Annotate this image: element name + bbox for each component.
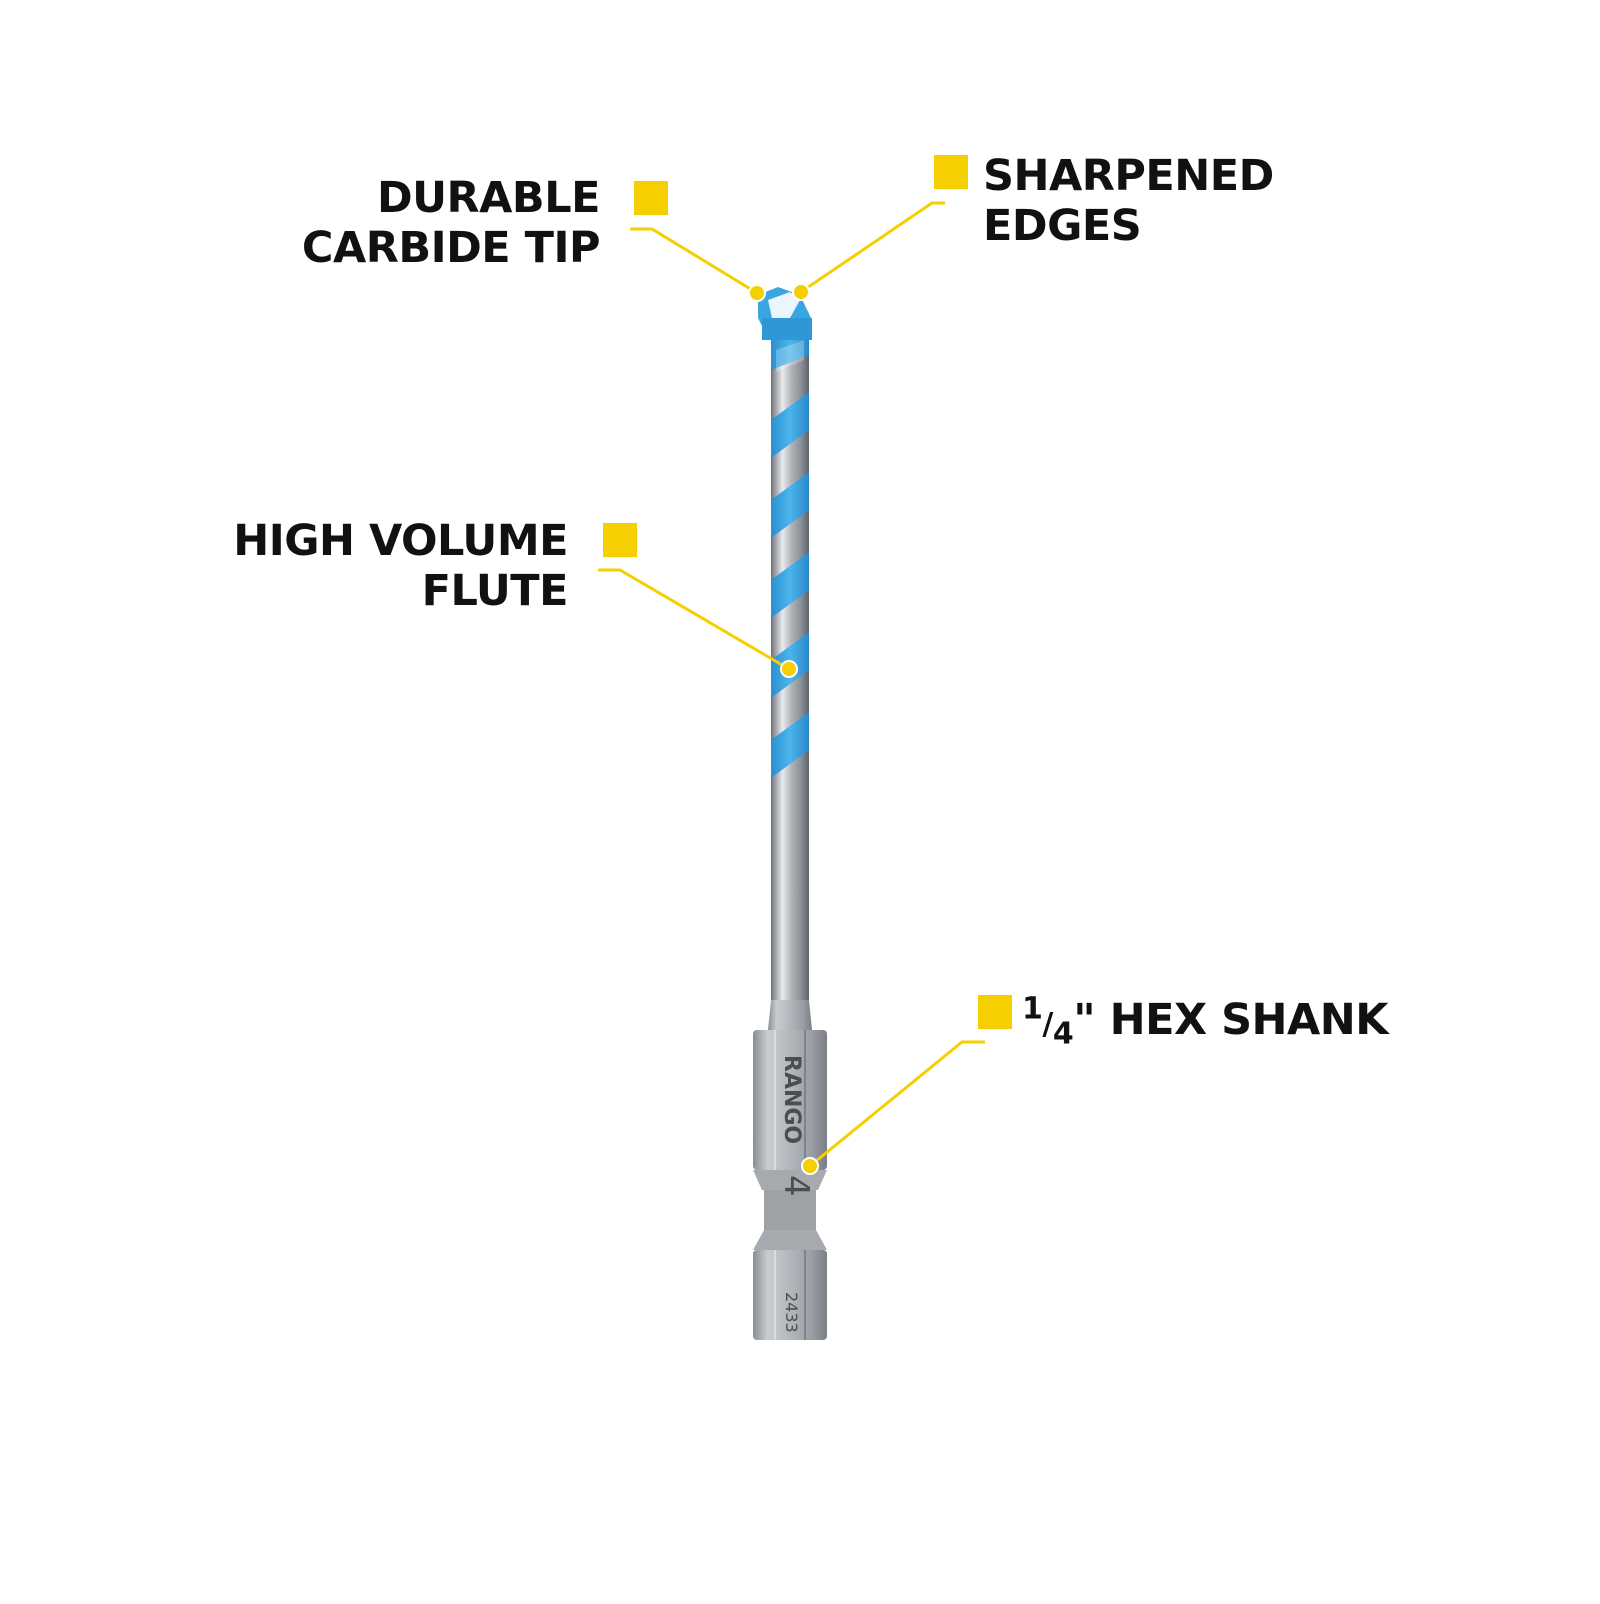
callout-high-volume-flute: HIGH VOLUME FLUTE [233,516,568,616]
callout-carbide-tip: DURABLE CARBIDE TIP [301,173,601,273]
callout-hex-shank: 1/4" HEX SHANK [1022,985,1389,1060]
fraction-numerator: 1 [1022,992,1043,1027]
dot-shank [801,1157,819,1175]
fraction-denominator: 4 [1052,1016,1074,1052]
code-engraving: 2433 [782,1292,801,1333]
callout-shank-text: " HEX SHANK [1073,995,1389,1046]
callout-shank-line: 1/4" HEX SHANK [1022,992,1389,1052]
callout-square-flute [603,523,637,557]
callout-sharpened-edges: SHARPENED EDGES [983,151,1274,251]
dot-carbide [748,284,766,302]
shank-engravings: RANGO 4 2433 [776,1055,816,1333]
callout-carbide-line2: CARBIDE TIP [301,223,601,273]
callout-leaders [598,201,985,1168]
callout-square-carbide [634,181,668,215]
leader-flute [598,568,790,671]
fluted-body [771,315,809,778]
brand-engraving: RANGO [779,1055,804,1144]
size-engraving: 4 [776,1175,816,1197]
leader-shank [809,1040,985,1168]
dot-edges [792,283,810,301]
callout-flute-line2: FLUTE [421,566,569,616]
dot-flute [780,660,798,678]
leader-edges [800,201,945,294]
callout-flute-line1: HIGH VOLUME [233,516,568,566]
hex-shank [753,1000,827,1340]
callout-square-shank [978,995,1012,1029]
bit-shaft [771,760,809,1022]
callout-dots [748,283,819,1175]
callout-edges-line1: SHARPENED [983,151,1274,201]
callout-carbide-line1: DURABLE [376,173,601,223]
callout-edges-line2: EDGES [983,201,1142,251]
callout-square-edges [934,155,968,189]
leader-carbide [630,227,758,295]
